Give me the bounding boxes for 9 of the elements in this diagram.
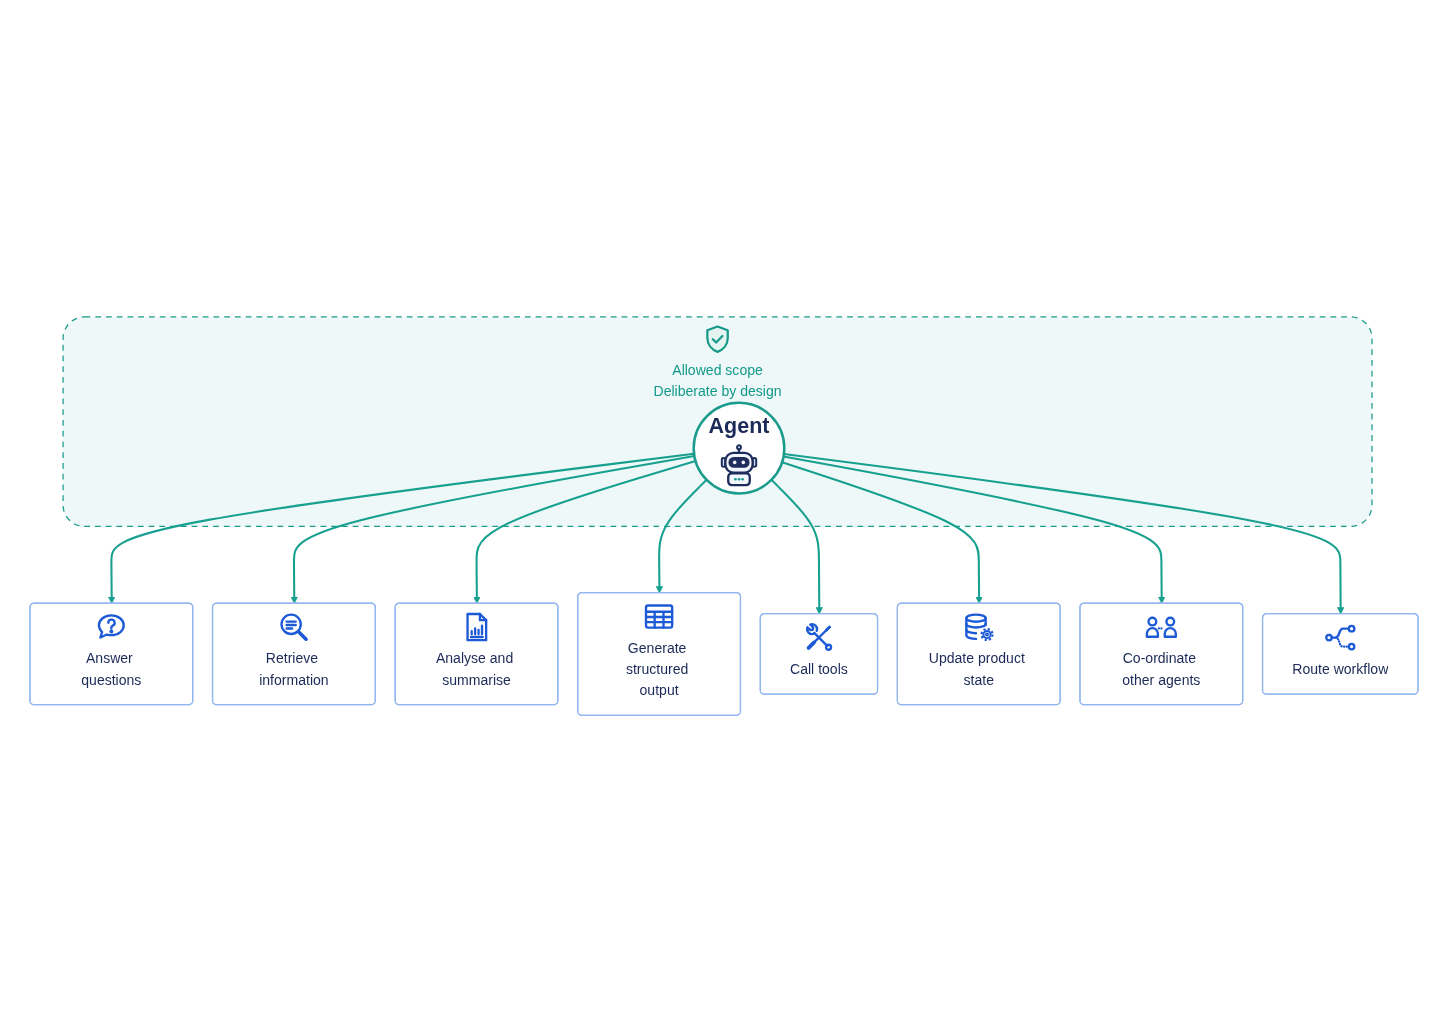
node-circle: Agent <box>692 401 786 495</box>
arrow <box>770 479 823 615</box>
arrow <box>290 454 695 604</box>
arrow <box>473 460 696 604</box>
arrow <box>108 452 695 604</box>
arrow <box>655 479 708 594</box>
arrow <box>783 455 1166 604</box>
arrow <box>783 452 1345 615</box>
arrow <box>781 461 983 604</box>
